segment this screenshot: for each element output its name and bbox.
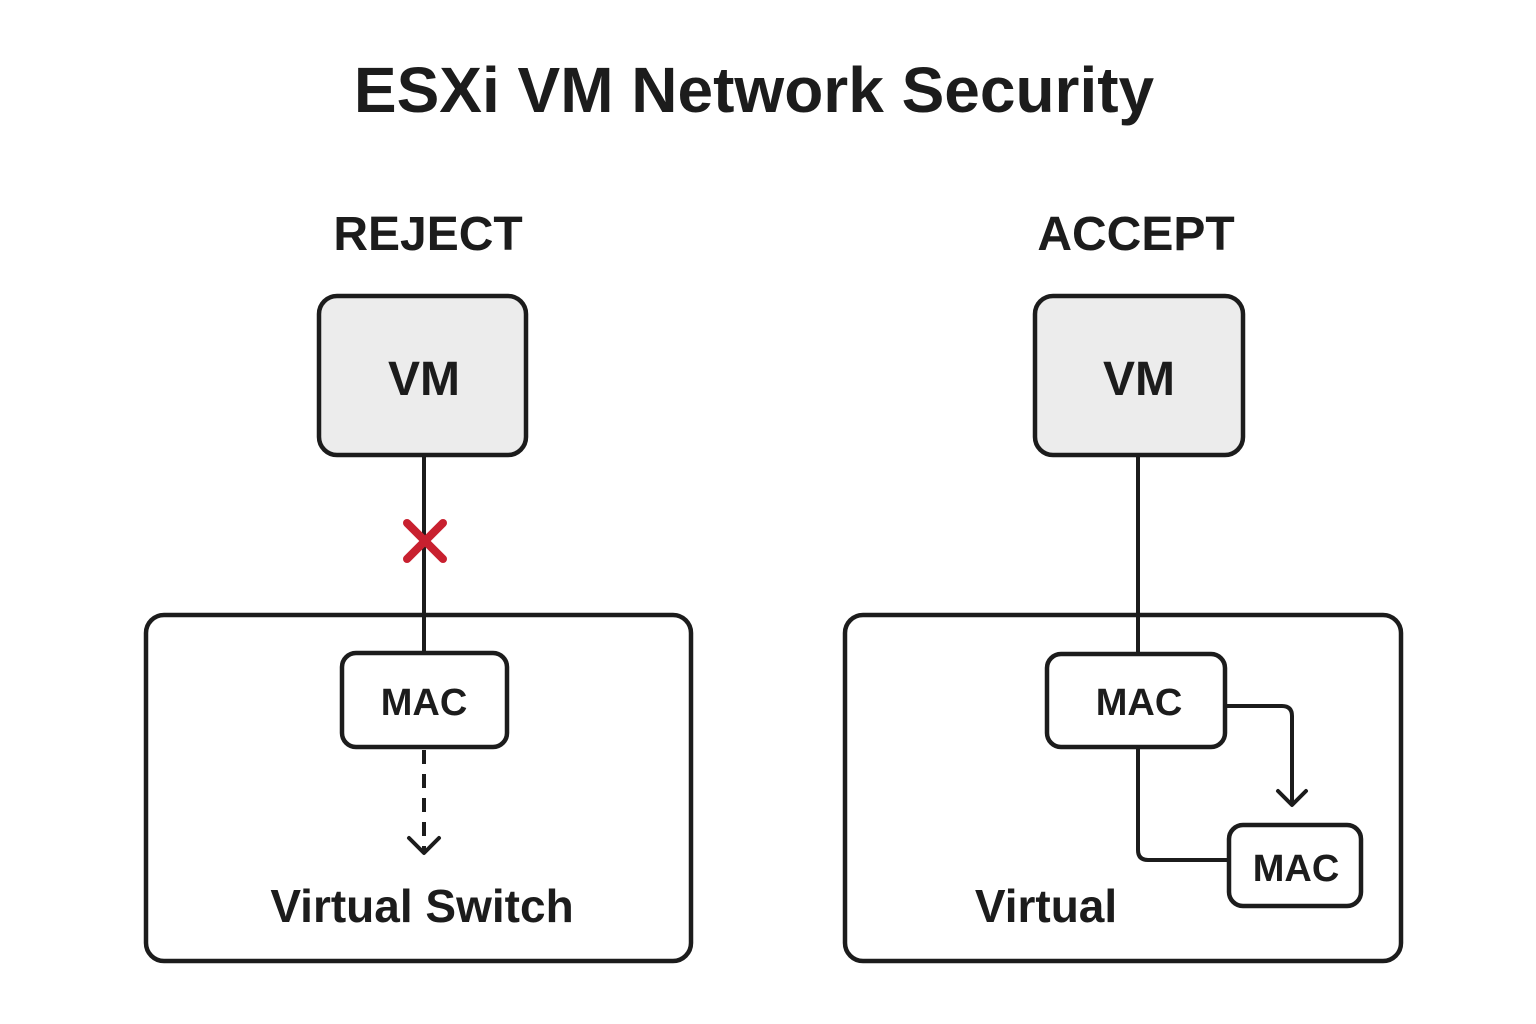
mac-label: MAC (1253, 848, 1340, 890)
mac-box (1044, 651, 1228, 750)
arrow-down-icon (1276, 789, 1308, 807)
accept-panel: ACCEPT VM MAC MAC Virtual (842, 208, 1404, 964)
reject-vm-node[interactable]: VM (316, 293, 529, 458)
vm-box (316, 293, 529, 458)
mac-box (1226, 822, 1364, 909)
reject-panel: REJECT VM MAC Virtual Switch (143, 208, 694, 964)
mac-label: MAC (381, 682, 468, 724)
accept-mac2-node[interactable]: MAC (1226, 822, 1364, 909)
virtual-switch-label: Virtual (975, 880, 1117, 932)
virtual-switch-container (143, 612, 694, 964)
vm-label: VM (1103, 353, 1175, 406)
accept-heading: ACCEPT (1037, 208, 1234, 261)
accept-mac-node[interactable]: MAC (1044, 651, 1228, 750)
virtual-switch-label: Virtual Switch (270, 880, 573, 932)
mac-label: MAC (1096, 682, 1183, 724)
reject-mac-node[interactable]: MAC (339, 650, 510, 750)
accept-flow-connector (1227, 704, 1294, 804)
page-title: ESXi VM Network Security (354, 54, 1155, 126)
vm-box (1032, 293, 1246, 458)
arrow-down-icon (407, 836, 441, 855)
virtual-switch-container (842, 612, 1404, 964)
blocked-x-icon (403, 519, 447, 563)
accept-vm-node[interactable]: VM (1032, 293, 1246, 458)
mac-to-mac-connector (1136, 749, 1228, 862)
mac-box (339, 650, 510, 750)
reject-heading: REJECT (333, 208, 522, 261)
vm-label: VM (388, 353, 460, 406)
